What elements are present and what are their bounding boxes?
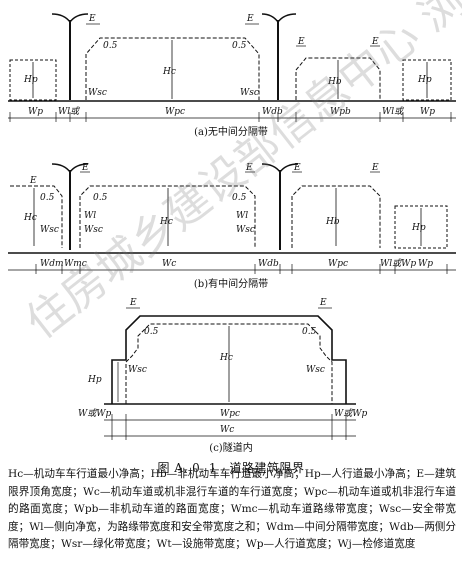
label-e-a4: E — [371, 37, 379, 47]
label-hc-a: Hc — [162, 67, 176, 77]
label-05-b1: 0.5 — [40, 193, 55, 203]
label-wlor-a1: Wl或 — [58, 106, 80, 117]
panel-a — [8, 13, 456, 122]
label-05-b3: 0.5 — [232, 193, 247, 203]
label-wmc-b: Wmc — [64, 259, 87, 269]
label-wp-a1: Wp — [28, 107, 43, 117]
label-wc-b: Wc — [162, 259, 176, 269]
label-hc-b2: Hc — [159, 217, 173, 227]
label-e-a2: E — [246, 14, 254, 24]
label-05-c2: 0.5 — [302, 327, 317, 337]
legend: Hc—机动车车行道最小净高；Hb—非机动车车行道最小净高；Hp—人行道最小净高；… — [8, 466, 456, 554]
label-hb-a: Hb — [327, 77, 342, 87]
label-wpb-a: Wpb — [330, 107, 351, 117]
label-e-b5: E — [371, 163, 379, 173]
label-wp-b: Wp — [418, 259, 433, 269]
legend-text: Hc—机动车车行道最小净高；Hb—非机动车车行道最小净高；Hp—人行道最小净高；… — [8, 468, 456, 550]
label-e-c1: E — [129, 298, 137, 308]
figure-title: 图 A. 0. 1 道路建筑限界 — [157, 461, 305, 475]
label-wdb-b: Wdb — [258, 259, 279, 269]
label-wlor-b: Wl或Wp — [380, 258, 416, 269]
label-wor-c2: W或Wp — [334, 408, 368, 419]
label-wl-b1: Wl — [84, 211, 96, 221]
label-05-a2: 0.5 — [232, 41, 247, 51]
caption-a: (a)无中间分隔带 — [194, 125, 268, 138]
label-wsc-b3: Wsc — [236, 225, 255, 235]
label-05-a1: 0.5 — [103, 41, 118, 51]
label-wp-a2: Wp — [420, 107, 435, 117]
label-hb-b: Hb — [325, 217, 340, 227]
panel-b-labels: Hc Hc Hb Hp E E E E E 0.5 0.5 0.5 Wsc Wl… — [23, 163, 433, 290]
label-wlor-a2: Wl或 — [382, 106, 404, 117]
label-wl-b2: Wl — [236, 211, 248, 221]
label-wsc-c2: Wsc — [306, 365, 325, 375]
label-05-c1: 0.5 — [144, 327, 159, 337]
label-hp-a2: Hp — [417, 75, 432, 85]
label-wsc-b2: Wsc — [84, 225, 103, 235]
label-hp-a1: Hp — [23, 75, 38, 85]
label-wdb-a: Wdb — [262, 107, 283, 117]
panel-c-labels: E E 0.5 0.5 Hc Hp Wsc Wsc W或Wp Wpc W或Wp … — [78, 298, 368, 454]
label-e-b2: E — [81, 163, 89, 173]
panel-b — [8, 163, 456, 274]
label-wsc-b1: Wsc — [40, 225, 59, 235]
label-wpc-a: Wpc — [165, 107, 185, 117]
label-wdm-b: Wdm — [40, 259, 64, 269]
label-hc-c: Hc — [219, 353, 233, 363]
caption-c: (c)隧道内 — [209, 441, 252, 454]
label-hc-b1: Hc — [23, 213, 37, 223]
label-e-b1: E — [29, 176, 37, 186]
panel-c — [104, 307, 356, 440]
label-wor-c1: W或Wp — [78, 408, 112, 419]
label-e-a3: E — [297, 37, 305, 47]
label-wsc-a1: Wsc — [88, 88, 107, 98]
label-hp-c: Hp — [87, 375, 102, 385]
label-hp-b: Hp — [411, 223, 426, 233]
label-wsc-a2: Wsc — [240, 88, 259, 98]
label-e-a1: E — [88, 14, 96, 24]
label-wpc-c: Wpc — [220, 409, 240, 419]
label-wc-c: Wc — [220, 425, 234, 435]
label-05-b2: 0.5 — [93, 193, 108, 203]
panel-a-labels: Hp Hc Hb Hp E E E E 0.5 0.5 Wsc Wsc Wp W… — [23, 14, 435, 138]
label-e-c2: E — [319, 298, 327, 308]
label-wpc-b: Wpc — [328, 259, 348, 269]
caption-b: (b)有中间分隔带 — [194, 277, 268, 290]
label-wsc-c1: Wsc — [128, 365, 147, 375]
label-e-b3: E — [245, 163, 253, 173]
label-e-b4: E — [293, 163, 301, 173]
